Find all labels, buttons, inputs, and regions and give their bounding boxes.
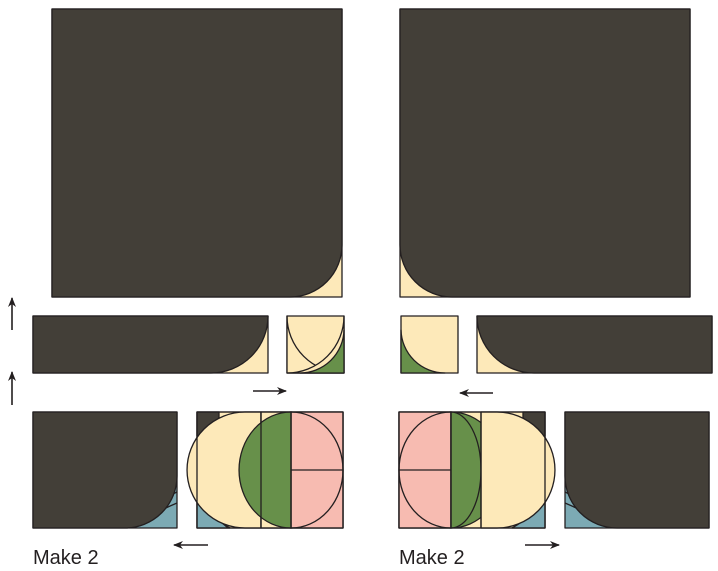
caption-right: Make 2 — [399, 547, 465, 569]
right-bottom-dark-block — [564, 411, 710, 529]
left-bottom-dark-block — [32, 411, 178, 529]
left-long-strip — [32, 315, 269, 374]
left-small-square — [286, 315, 345, 374]
right-large-block — [399, 8, 691, 298]
left-pieced-unit — [186, 411, 344, 529]
right-long-strip — [476, 315, 713, 374]
left-large-block — [51, 8, 343, 298]
caption-left: Make 2 — [33, 547, 99, 569]
right-small-square — [400, 315, 459, 374]
right-pieced-unit — [398, 411, 556, 529]
